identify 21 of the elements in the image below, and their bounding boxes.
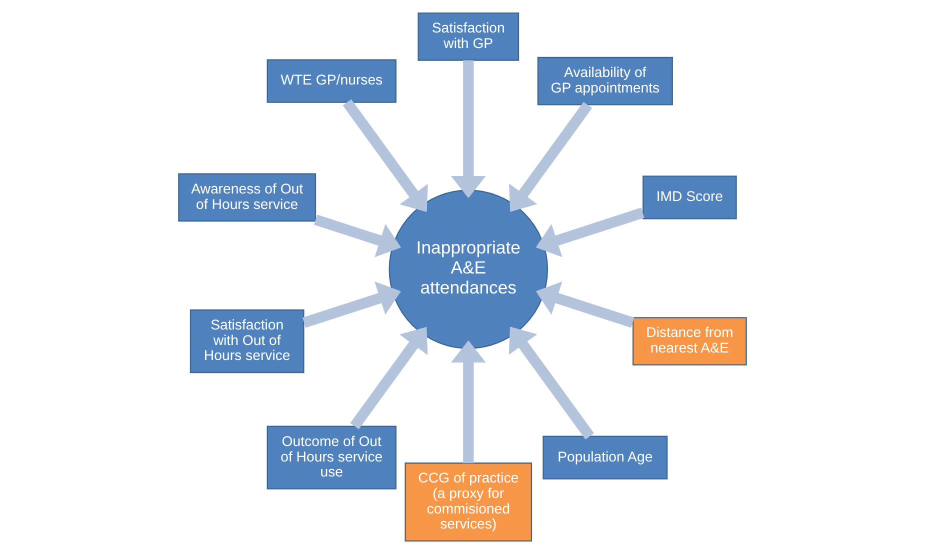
node-circle: Inappropriate A&E attendances <box>388 190 548 349</box>
node-box: IMD Score <box>642 176 737 220</box>
node-box: Population Age <box>542 436 668 480</box>
node-box: Distance from nearest A&E <box>632 317 747 366</box>
arrow <box>302 282 401 328</box>
arrow <box>536 282 634 328</box>
node-box: CCG of practice (a proxy for commisioned services) <box>404 462 532 542</box>
arrow <box>509 102 592 212</box>
arrow <box>342 99 428 212</box>
node-box: WTE GP/nurses <box>266 59 396 103</box>
arrow <box>508 326 594 440</box>
arrow <box>314 214 402 258</box>
node-box: Availability of GP appointments <box>537 56 673 106</box>
arrow <box>450 340 486 464</box>
node-box: Awareness of Out of Hours service <box>178 173 316 222</box>
arrow <box>450 60 486 198</box>
node-box: Outcome of Out of Hours service use <box>266 426 396 490</box>
arrow <box>536 208 644 258</box>
node-box: Satisfaction with GP <box>418 12 520 61</box>
node-box: Satisfaction with Out of Hours service <box>190 309 304 374</box>
arrow <box>350 326 428 430</box>
